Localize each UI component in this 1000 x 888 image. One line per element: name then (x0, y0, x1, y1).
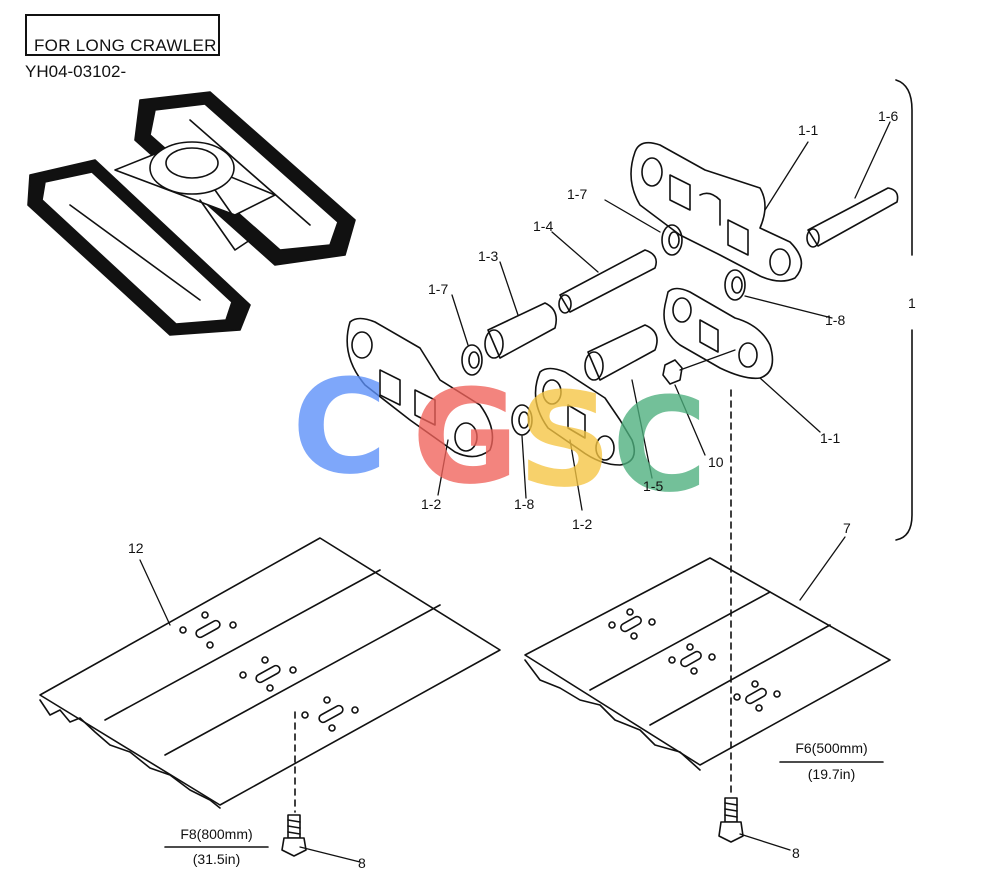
track-shoe-7 (524, 557, 891, 771)
callout-1-1-right: 1-1 (820, 430, 841, 446)
track-shoe-12 (39, 537, 501, 809)
callout-8-left: 8 (358, 855, 366, 871)
watermark-letter-s: S (518, 364, 612, 516)
watermark-letter-c2: C (612, 369, 707, 521)
callout-1: 1 (908, 295, 916, 311)
bushing-1-5 (584, 324, 658, 381)
leader-lines (139, 121, 891, 863)
nut-10 (662, 359, 683, 385)
track-link-1-2-right (534, 367, 636, 466)
title-frame (25, 14, 220, 56)
callout-1-5: 1-5 (643, 478, 664, 494)
callout-1-2-left: 1-2 (421, 496, 442, 512)
track-link-1-1-middle (663, 287, 774, 380)
callout-1-2-right: 1-2 (572, 516, 593, 532)
shoe-width-left-in: (31.5in) (192, 851, 241, 867)
bushing-1-3 (484, 302, 558, 359)
assembly-bracket-lower (895, 329, 913, 541)
crawler-undercarriage-illustration (27, 91, 356, 336)
callout-1-8-bottom: 1-8 (514, 496, 535, 512)
callout-1-3: 1-3 (478, 248, 499, 264)
bolt-8-left (281, 814, 307, 857)
callout-1-7-left: 1-7 (428, 281, 449, 297)
track-link-1-1-top (630, 141, 803, 282)
callout-1-1-top: 1-1 (798, 122, 819, 138)
watermark: C G S C (292, 351, 707, 521)
callout-1-4: 1-4 (533, 218, 554, 234)
shoe-width-right-in: (19.7in) (807, 766, 856, 782)
callout-12: 12 (128, 540, 144, 556)
seal-1-7-top (661, 224, 683, 256)
watermark-letter-c1: C (292, 351, 387, 503)
track-link-1-2-left (346, 317, 494, 458)
part-code: YH04-03102- (25, 62, 127, 81)
seal-1-8-top (724, 269, 746, 301)
shoe-width-left-mm: F8(800mm) (180, 826, 253, 842)
callout-1-7-top: 1-7 (567, 186, 588, 202)
seal-1-8-bottom (511, 404, 533, 436)
bolt-8-right (718, 797, 744, 843)
diagram-title: FOR LONG CRAWLER (34, 36, 217, 55)
pin-1-6 (806, 187, 899, 248)
callout-7: 7 (843, 520, 851, 536)
seal-1-7-left (461, 344, 483, 376)
callout-10: 10 (708, 454, 724, 470)
watermark-letter-g: G (412, 361, 519, 513)
callout-8-right: 8 (792, 845, 800, 861)
shoe-width-right-mm: F6(500mm) (795, 740, 868, 756)
assembly-bracket-upper (895, 79, 913, 256)
pin-1-4 (558, 249, 658, 314)
callout-1-6: 1-6 (878, 108, 899, 124)
callout-1-8-right: 1-8 (825, 312, 846, 328)
